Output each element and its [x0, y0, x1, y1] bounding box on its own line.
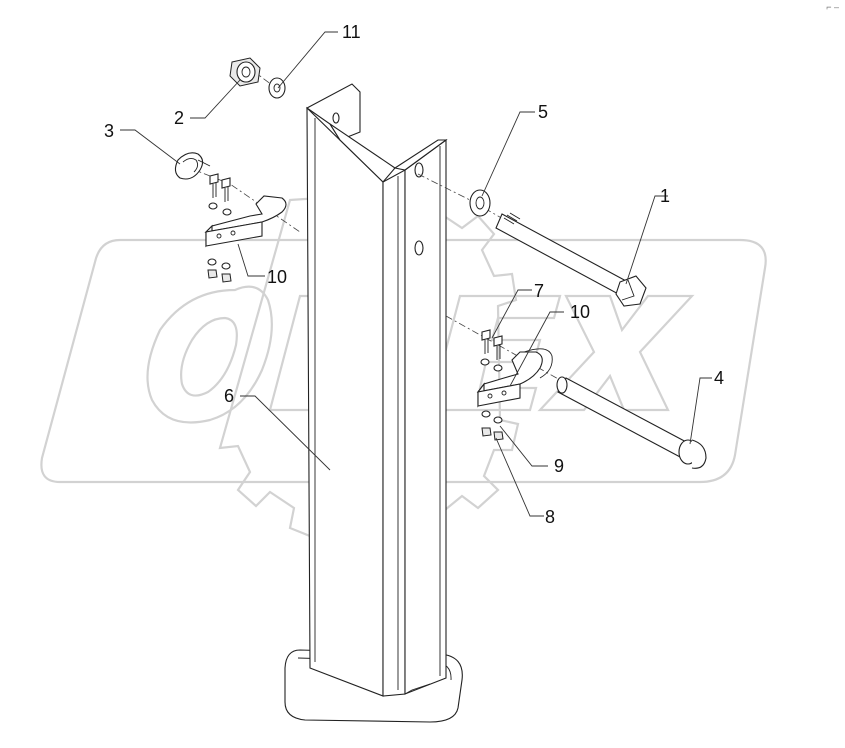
callout-11: 11 — [342, 22, 361, 42]
lower-bracket-part-10 — [476, 348, 553, 408]
leader-lines — [120, 31, 712, 517]
washer-part-11 — [268, 77, 286, 99]
upper-bolts — [209, 173, 231, 202]
callout-7: 7 — [534, 281, 544, 301]
callout-3: 3 — [104, 121, 114, 141]
washer-part-5 — [469, 189, 491, 217]
callout-5: 5 — [538, 102, 548, 122]
callout-8: 8 — [545, 507, 555, 527]
post-part-6 — [284, 83, 463, 723]
callout-9: 9 — [554, 456, 564, 476]
lower-bolts-part-7 — [481, 329, 503, 360]
callout-1: 1 — [660, 186, 670, 206]
callout-4: 4 — [714, 368, 724, 388]
callout-2: 2 — [174, 108, 184, 128]
pin-part-4 — [556, 376, 707, 469]
upper-bracket-part-10 — [204, 195, 287, 248]
linch-pin-part-3 — [174, 152, 211, 180]
nut-part-2 — [229, 57, 261, 87]
upper-washers-nuts — [207, 202, 232, 283]
callout-10-lower: 10 — [570, 302, 590, 322]
bolt-part-1 — [495, 212, 647, 307]
lower-washers-nuts — [480, 358, 504, 441]
callout-10-upper: 10 — [267, 267, 287, 287]
corner-mark: ⌐ – — [826, 2, 839, 12]
callout-6: 6 — [224, 386, 234, 406]
